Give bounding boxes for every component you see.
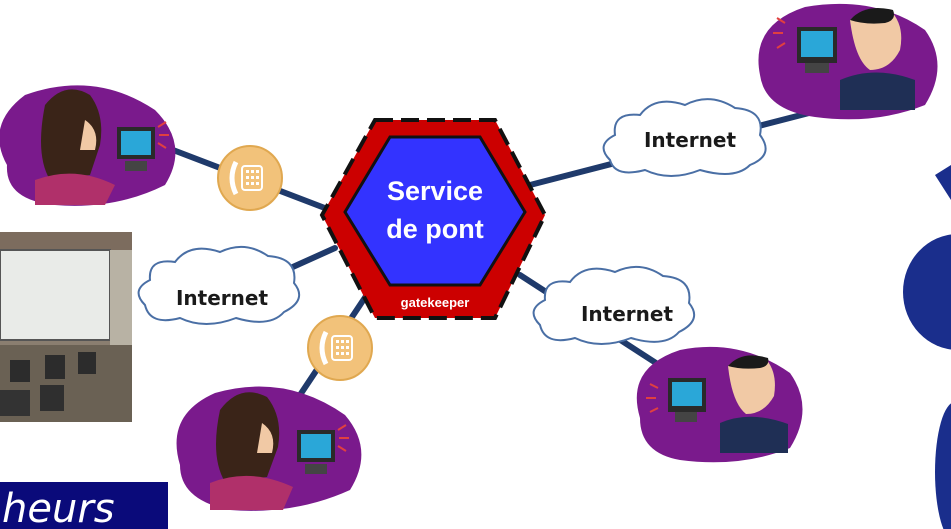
internet-cloud-top-right: Internet — [602, 98, 767, 177]
bottom-banner: heurs — [0, 482, 168, 529]
internet-label: Internet — [176, 286, 268, 310]
internet-cloud-left: Internet — [137, 245, 301, 325]
internet-label: Internet — [644, 128, 736, 152]
telephone-icon — [307, 315, 373, 381]
person-woman-computer-icon — [176, 386, 362, 511]
hub-label-line1: Service — [387, 176, 483, 206]
bridge-service-hub: Service de pont gatekeeper — [319, 118, 548, 320]
internet-label: Internet — [581, 302, 673, 326]
gatekeeper-label: gatekeeper — [401, 295, 470, 310]
hub-inner-hexagon — [343, 135, 527, 287]
banner-text: heurs — [2, 486, 115, 529]
internet-cloud-bottom-right: Internet — [532, 265, 696, 345]
telephone-icon — [217, 145, 283, 211]
meeting-room-photo — [0, 232, 132, 422]
person-man-computer-icon — [758, 3, 938, 120]
person-man-computer-icon — [636, 346, 803, 463]
person-woman-computer-icon — [0, 85, 176, 206]
hub-label-line2: de pont — [386, 214, 483, 244]
right-edge-decoration — [903, 165, 951, 529]
